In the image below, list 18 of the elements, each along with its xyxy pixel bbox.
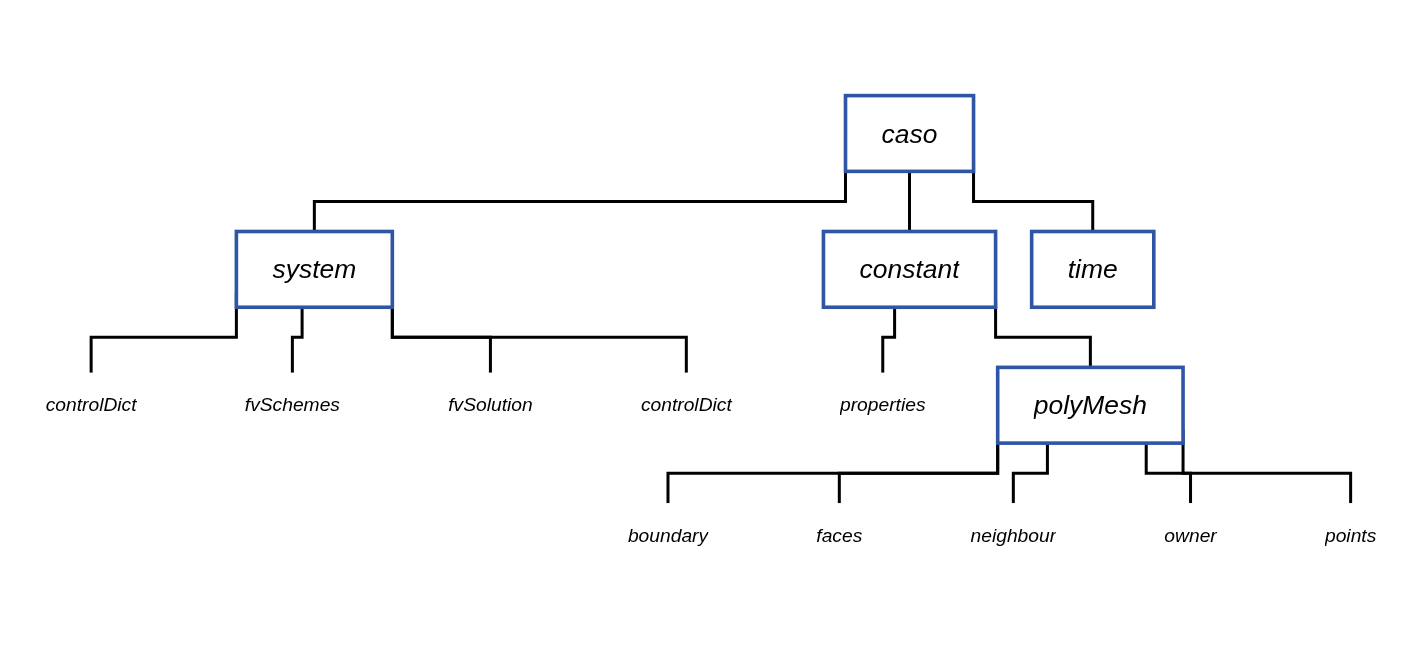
node-text: controlDict (45, 394, 137, 415)
connector (1011, 442, 1049, 505)
node-text: fvSchemes (244, 394, 340, 415)
node-box: constant (821, 229, 998, 309)
node-box: caso (843, 93, 976, 173)
node-text: owner (1164, 524, 1217, 545)
node-box: polyMesh (995, 365, 1185, 445)
node-text: properties (839, 394, 926, 415)
node-text: controlDict (640, 394, 732, 415)
connector (1144, 442, 1193, 505)
node-text: faces (816, 524, 863, 545)
connector (881, 306, 897, 374)
connector (290, 306, 304, 374)
node-box: system (234, 229, 395, 309)
node-text: neighbour (970, 524, 1057, 545)
node-text: points (1324, 524, 1377, 545)
node-text: fvSolution (448, 394, 533, 415)
node-box: time (1029, 229, 1156, 309)
